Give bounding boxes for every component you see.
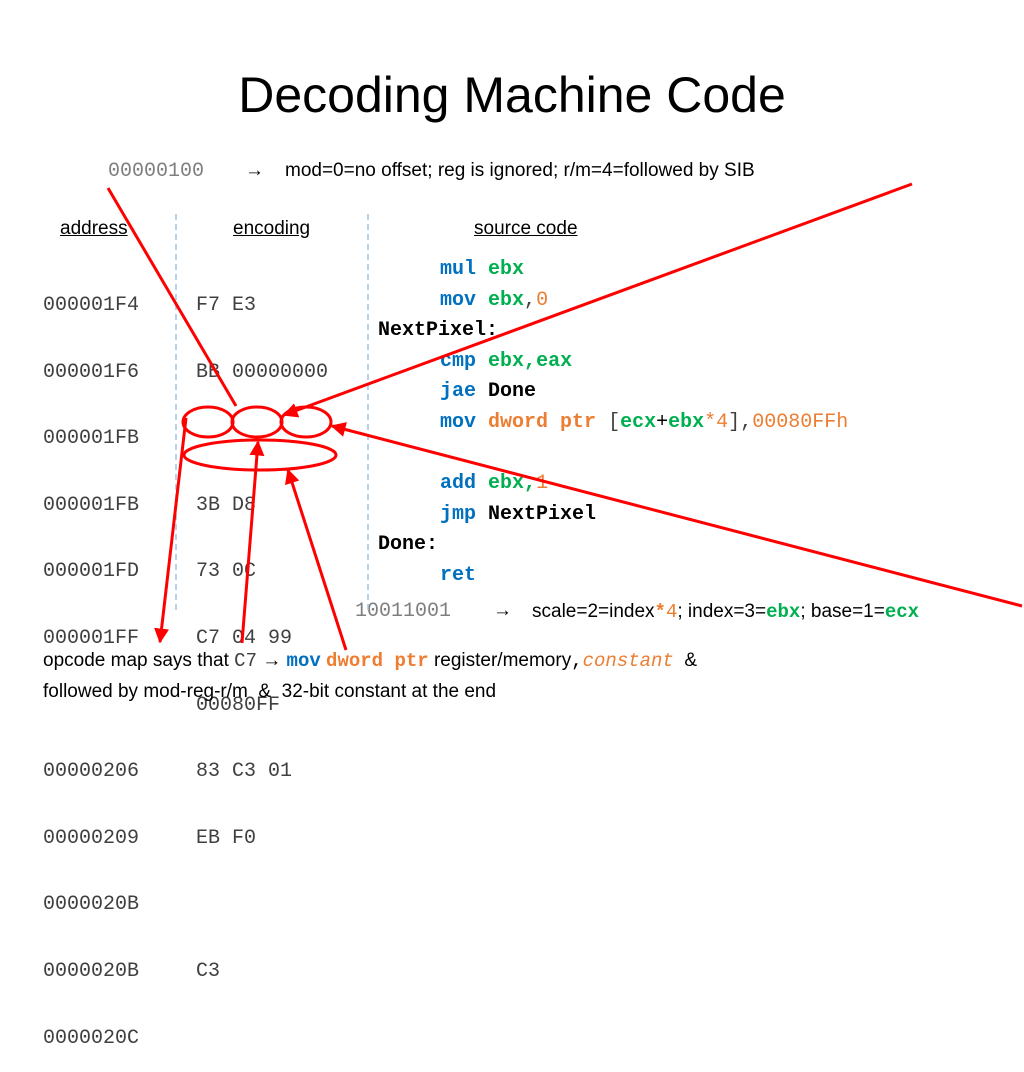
annotation-overlay [106, 182, 1023, 651]
encoding-cell: C7 04 99 [196, 626, 293, 650]
slide-title: Decoding Machine Code [238, 67, 786, 123]
mnemonic: jmp [440, 502, 477, 526]
sib-text: scale=2=index [532, 601, 655, 622]
immediate: 00080FFh [752, 411, 849, 434]
arrow-modrm [282, 182, 913, 418]
mnemonic: mov [440, 411, 477, 434]
mnemonic: add [440, 472, 477, 496]
size-specifier: dword ptr [488, 411, 597, 434]
register: ecx [620, 411, 657, 434]
modrm-description: mod=0=no offset; reg is ignored; r/m=4=f… [285, 160, 755, 181]
encoding-cell [196, 1024, 328, 1055]
source-label: NextPixel: [378, 316, 498, 347]
opcode-amp: & [684, 650, 698, 671]
header-address: address [60, 218, 128, 239]
arrow-to-c7 [240, 440, 265, 644]
encoding-cell: 00080FF [196, 693, 281, 717]
immediate: 0 [536, 288, 549, 312]
source-line: ret [440, 561, 476, 592]
address-cell: 000001FB [43, 493, 140, 517]
modrm-arrow-icon: → [245, 160, 264, 181]
comma: , [740, 411, 753, 434]
address-cell: 000001FD [43, 560, 140, 584]
register: ebx [668, 411, 705, 434]
highlight-c7 [181, 405, 235, 439]
source-line: jmp NextPixel [440, 500, 596, 531]
arrow-to-constant [285, 468, 348, 651]
plus: + [656, 411, 669, 434]
label: Done: [378, 533, 439, 557]
mnemonic: mov [440, 288, 477, 312]
encoding-cell: C3 [196, 959, 221, 983]
register: ebx [488, 472, 525, 496]
sib-text: ; index=3= [677, 601, 767, 622]
source-label: Done: [378, 530, 438, 561]
bracket: [ [608, 411, 621, 434]
opcode-comma: , [571, 650, 583, 672]
address-cell: 0000020B [43, 959, 140, 983]
header-encoding: encoding [233, 218, 311, 239]
opcode-text: register/memory [433, 650, 572, 671]
source-line: mul ebx [440, 255, 524, 286]
register: ebx [488, 349, 525, 373]
comma: , [524, 288, 537, 312]
encoding-cell: EB F0 [196, 826, 257, 850]
encoding-cell: F7 E3 [196, 294, 257, 317]
mnemonic: jae [440, 380, 477, 404]
source-line: mov ebx,0 [440, 286, 548, 317]
mnemonic: ret [440, 564, 477, 587]
jump-target: Done [488, 380, 537, 404]
highlight-04 [230, 405, 284, 439]
bracket: ] [728, 411, 741, 434]
highlight-99 [279, 405, 333, 439]
opcode-mov: mov [286, 650, 321, 672]
scale: 4 [716, 411, 729, 434]
sib-bits: 10011001 [355, 600, 452, 623]
arrow-opcode-map [106, 187, 238, 407]
source-line: jae Done [440, 377, 536, 408]
jump-target: NextPixel [488, 502, 597, 526]
sib-ecx: ecx [884, 601, 920, 623]
label: NextPixel: [378, 319, 499, 343]
header-source-code: source code [474, 218, 578, 239]
star: * [704, 411, 717, 434]
address-cell: 0000020C [43, 1026, 140, 1050]
opcode-constant: constant [582, 650, 674, 672]
address-cell: 000001F4 [43, 294, 140, 317]
sib-arrow-icon: → [493, 600, 512, 621]
opcode-note-line2: followed by mod-reg-r/m & 32-bit constan… [43, 681, 497, 702]
address-cell: 000001FB [43, 427, 140, 451]
register: ebx [488, 258, 525, 281]
modrm-bits: 00000100 [108, 160, 205, 183]
source-line: add ebx,1 [440, 469, 548, 500]
opcode-arrow-icon: → [262, 650, 282, 671]
address-cell: 000001F6 [43, 360, 140, 384]
opcode-note-line1: opcode map says that C7 → mov dword ptr … [43, 650, 697, 672]
arrow-opcode-map-tail [154, 417, 188, 644]
encoding-cell: BB 00000000 [196, 360, 329, 384]
opcode-text: opcode map says that [43, 650, 235, 671]
sib-text: ; base=1= [800, 601, 885, 622]
source-line: mov dword ptr [ecx+ebx*4],00080FFh [440, 408, 848, 439]
opcode-dword: dword ptr [326, 650, 429, 672]
highlight-constant [182, 438, 338, 472]
opcode-c7: C7 [234, 650, 257, 672]
arrow-sib [330, 422, 1023, 608]
mnemonic: mul [440, 258, 477, 281]
address-cell: 0000020B [43, 893, 140, 917]
encoding-cell: 73 0C [196, 560, 257, 584]
address-cell: 00000209 [43, 826, 140, 850]
register: eax [536, 349, 573, 373]
encoding-cell: 3B D8 [196, 493, 257, 517]
sib-four: 4 [665, 601, 678, 623]
register: ebx [488, 288, 525, 312]
address-cell: 000001FF [43, 626, 140, 650]
comma: , [524, 349, 537, 373]
sib-ebx: ebx [766, 601, 801, 623]
encoding-cell [196, 890, 328, 921]
sib-star: * [654, 601, 666, 623]
immediate: 1 [536, 472, 549, 496]
sib-description: scale=2=index*4; index=3=ebx; base=1=ecx [532, 601, 919, 623]
